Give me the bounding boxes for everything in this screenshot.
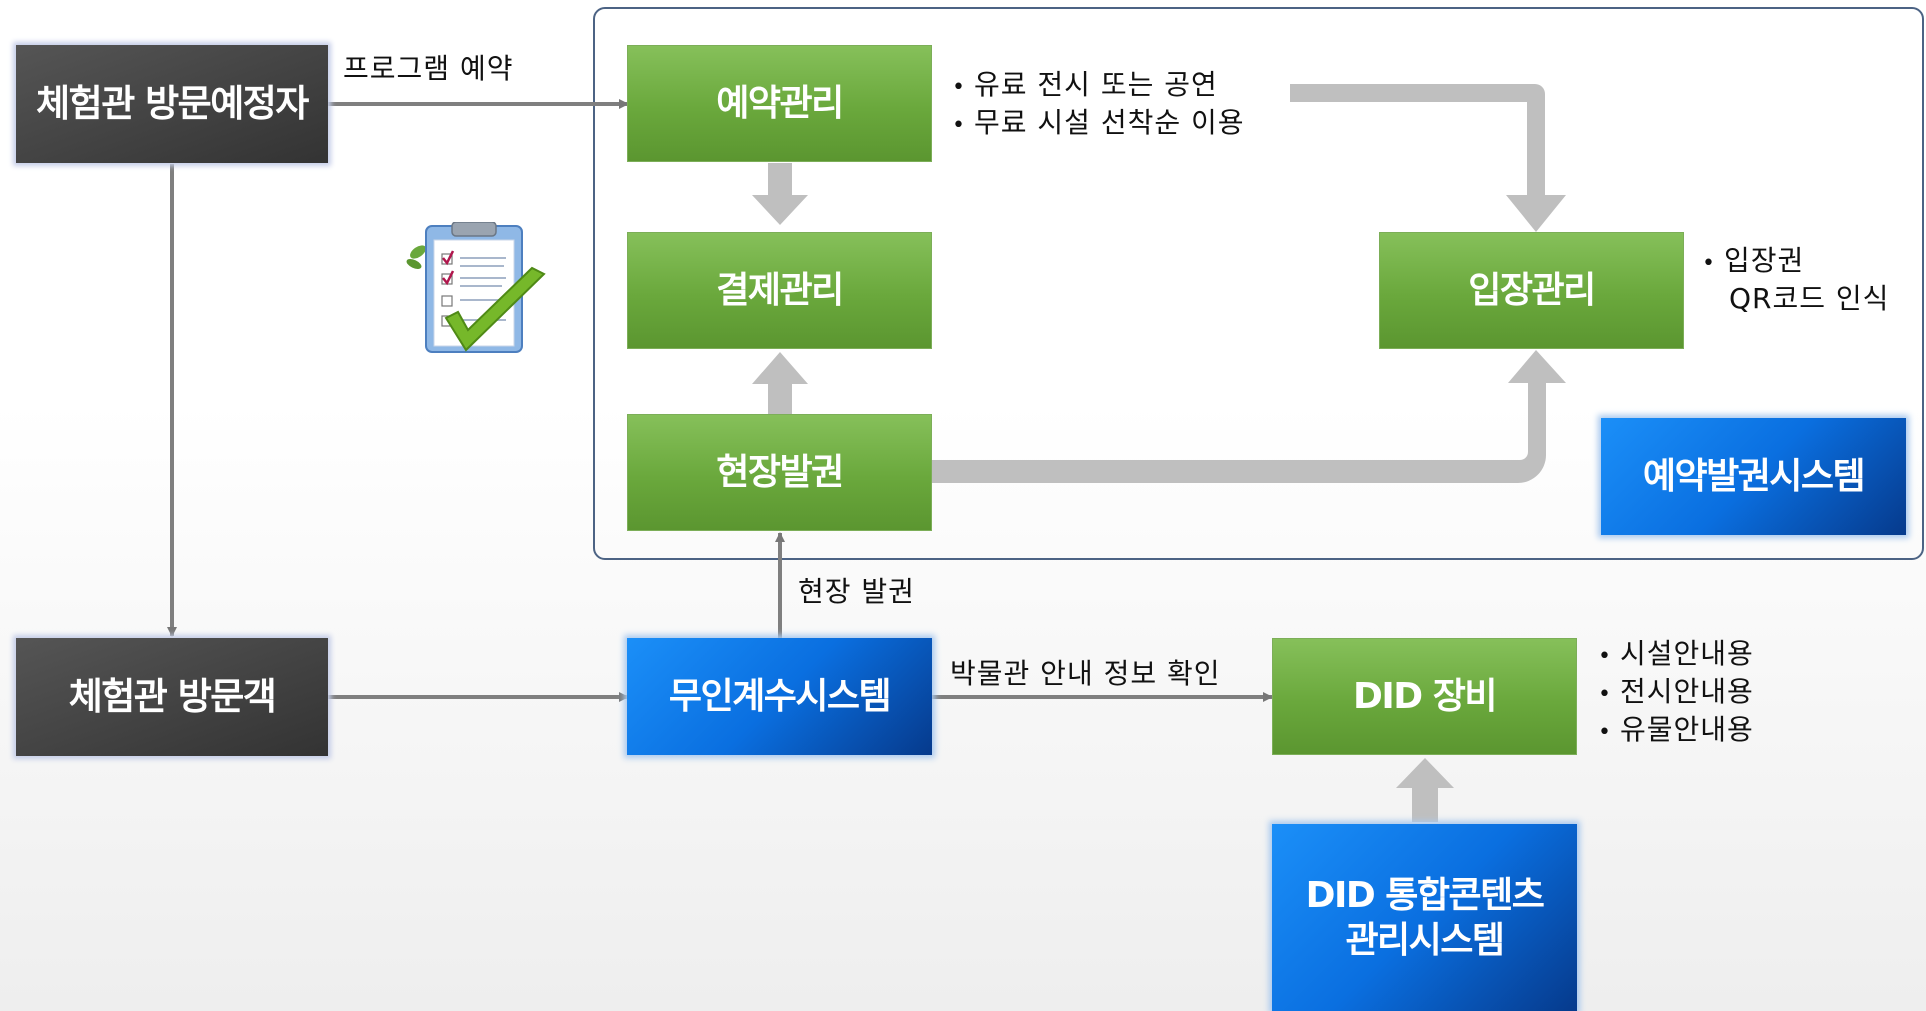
node-reservation: 예약관리 (627, 45, 932, 162)
note-text: QR코드 인식 (1729, 282, 1890, 315)
note-item: 유물안내용 (1598, 712, 1754, 750)
node-entry: 입장관리 (1379, 232, 1684, 349)
block-arrow-cms-to-did (1396, 758, 1454, 822)
note-item: 유료 전시 또는 공연 (952, 67, 1245, 105)
note-item: 무료 시설 선착순 이용 (952, 105, 1245, 143)
clipboard-checklist-icon (406, 222, 546, 353)
node-unmanned-counter: 무인계수시스템 (627, 638, 932, 755)
node-payment: 결제관리 (627, 232, 932, 349)
block-arrow-note-to-entry (1290, 84, 1566, 232)
node-did-equipment: DID 장비 (1272, 638, 1577, 755)
block-arrow-reservation-to-payment (752, 163, 808, 225)
node-pre-visitor: 체험관 방문예정자 (16, 45, 328, 163)
label-onsite-issue: 현장 발권 (798, 575, 915, 608)
reservation-system-frame (593, 7, 1924, 560)
note-item: QR코드 인식 (1702, 281, 1889, 319)
note-item: 시설안내용 (1598, 636, 1754, 674)
block-arrow-onsite-to-entry (932, 350, 1566, 483)
notes-entry: 입장권 QR코드 인식 (1702, 243, 1889, 319)
label-program-reservation: 프로그램 예약 (343, 52, 514, 85)
did-cms-line2: 관리시스템 (1345, 919, 1505, 961)
node-reservation-system: 예약발권시스템 (1601, 418, 1906, 535)
note-item: 입장권 (1702, 243, 1889, 281)
node-did-cms: DID 통합콘텐츠 관리시스템 (1272, 824, 1577, 1011)
notes-reservation: 유료 전시 또는 공연 무료 시설 선착순 이용 (952, 67, 1245, 143)
notes-did: 시설안내용 전시안내용 유물안내용 (1598, 636, 1754, 750)
did-cms-line1: DID 통합콘텐츠 (1305, 874, 1545, 916)
note-item: 전시안내용 (1598, 674, 1754, 712)
node-visitor: 체험관 방문객 (16, 638, 328, 756)
node-onsite-ticket: 현장발권 (627, 414, 932, 531)
label-museum-info: 박물관 안내 정보 확인 (950, 657, 1221, 690)
block-arrow-onsite-to-payment (752, 352, 808, 414)
